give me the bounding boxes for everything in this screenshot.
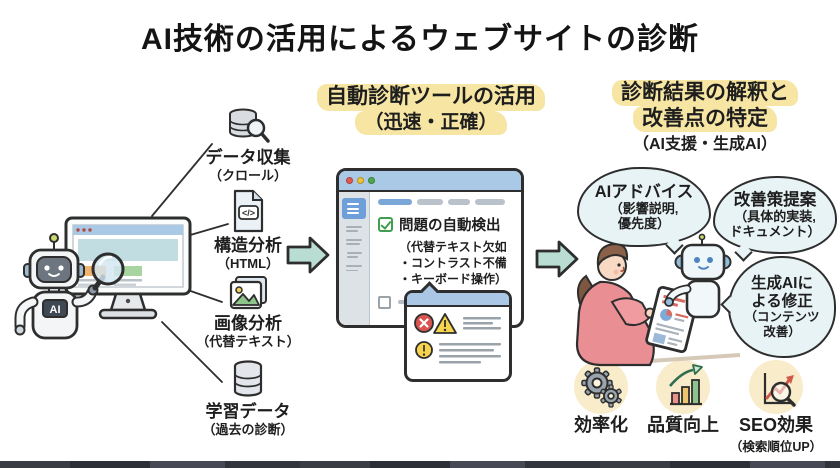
unchecked-checkbox-icon	[378, 295, 391, 309]
input-item-training-data: 学習データ （過去の診断）	[183, 358, 313, 437]
flow-arrow-1	[286, 236, 330, 274]
benefit-efficiency: 効率化	[562, 360, 640, 455]
page-title: AI技術の活用によるウェブサイトの診断	[140, 23, 700, 56]
database-icon	[183, 358, 313, 400]
checked-checkbox-icon	[378, 217, 393, 232]
benefit-label: 効率化	[574, 415, 628, 435]
benefit-sub: （検索順位UP）	[729, 439, 823, 454]
input-item-structure-analysis: </> 構造分析 （HTML）	[183, 188, 313, 271]
text-lines	[439, 343, 501, 364]
browser-titlebar	[339, 171, 521, 192]
browser-content: 問題の自動検出 （代替テキスト欠如 ・コントラスト不備 ・キーボード操作）	[370, 192, 521, 325]
minimize-dot-icon	[357, 177, 364, 184]
assistant-robot-icon	[664, 233, 732, 319]
image-icon	[183, 274, 313, 312]
code-glyph: </>	[242, 208, 255, 218]
code-file-icon: </>	[183, 188, 313, 234]
flow-arrow-2	[535, 240, 579, 278]
tool-heading-line2: （迅速・正確）	[355, 110, 507, 135]
issue-alert-popup	[404, 281, 512, 382]
error-x-icon	[414, 313, 434, 333]
input-label: 構造分析	[214, 236, 282, 255]
input-label: 画像分析	[214, 314, 282, 333]
gears-icon	[574, 360, 628, 414]
sidebar-active-item	[342, 198, 366, 219]
input-item-image-analysis: 画像分析 （代替テキスト）	[183, 274, 313, 349]
sidebar-item	[346, 226, 362, 233]
woman-robot-illustration	[575, 233, 740, 367]
info-exclamation-icon	[415, 341, 433, 359]
database-search-icon	[183, 106, 313, 146]
speech-bubble-ai-advice: AIアドバイス （影響説明, 優先度）	[577, 167, 711, 247]
result-heading-line1: 診断結果の解釈と	[612, 80, 798, 107]
sidebar-item	[346, 265, 362, 272]
input-sub: （過去の診断）	[202, 421, 294, 437]
check-title: 問題の自動検出	[399, 218, 501, 234]
benefit-quality: 品質向上	[642, 360, 724, 455]
popup-body	[414, 313, 501, 364]
sidebar-item	[346, 252, 362, 259]
woman-with-tablet	[575, 242, 700, 367]
sidebar-item	[346, 239, 362, 246]
ai-robot-icon: AI	[14, 233, 99, 340]
benefit-label: 品質向上	[647, 415, 719, 435]
input-sub: （クロール）	[208, 167, 287, 183]
robot-monitor-illustration: AI	[14, 216, 192, 340]
input-label: データ収集	[205, 148, 291, 167]
benefit-label: SEO効果	[738, 415, 813, 435]
input-item-data-collection: データ収集 （クロール）	[183, 106, 313, 183]
seo-magnifier-icon	[749, 360, 803, 414]
result-heading-line2: 改善点の特定	[633, 106, 777, 133]
monitor-icon	[64, 216, 192, 320]
benefit-seo: SEO効果 （検索順位UP）	[726, 360, 826, 455]
tablet-report	[645, 285, 700, 354]
nav-pills	[378, 199, 513, 205]
robot-chest-label: AI	[50, 304, 61, 316]
text-lines	[463, 317, 501, 330]
input-sub: （代替テキスト）	[196, 333, 300, 349]
bottom-strip	[0, 461, 840, 468]
check-details: （代替テキスト欠如 ・コントラスト不備 ・キーボード操作）	[399, 240, 508, 287]
speech-bubble-genai-fix: 生成AIに よる修正 （コンテンツ 改善）	[728, 256, 836, 358]
input-label: 学習データ	[205, 402, 291, 421]
bar-chart-up-icon	[656, 360, 710, 414]
magnifier-icon	[91, 252, 125, 291]
tool-section-heading: 自動診断ツールの活用 （迅速・正確）	[306, 84, 556, 135]
close-dot-icon	[346, 177, 353, 184]
warning-triangle-icon	[433, 313, 457, 334]
result-section-heading: 診断結果の解釈と 改善点の特定 （AI支援・生成AI）	[583, 80, 827, 155]
result-heading-line3: （AI支援・生成AI）	[632, 136, 777, 154]
zoom-dot-icon	[368, 177, 375, 184]
benefits-row: 効率化 品質向上	[562, 360, 826, 455]
browser-sidebar	[339, 192, 370, 325]
popup-header	[407, 293, 509, 307]
input-sub: （HTML）	[216, 255, 280, 271]
speech-bubble-improvement-proposal: 改善策提案 （具体的実装, ドキュメント）	[713, 176, 837, 254]
tool-heading-line1: 自動診断ツールの活用	[317, 84, 545, 111]
